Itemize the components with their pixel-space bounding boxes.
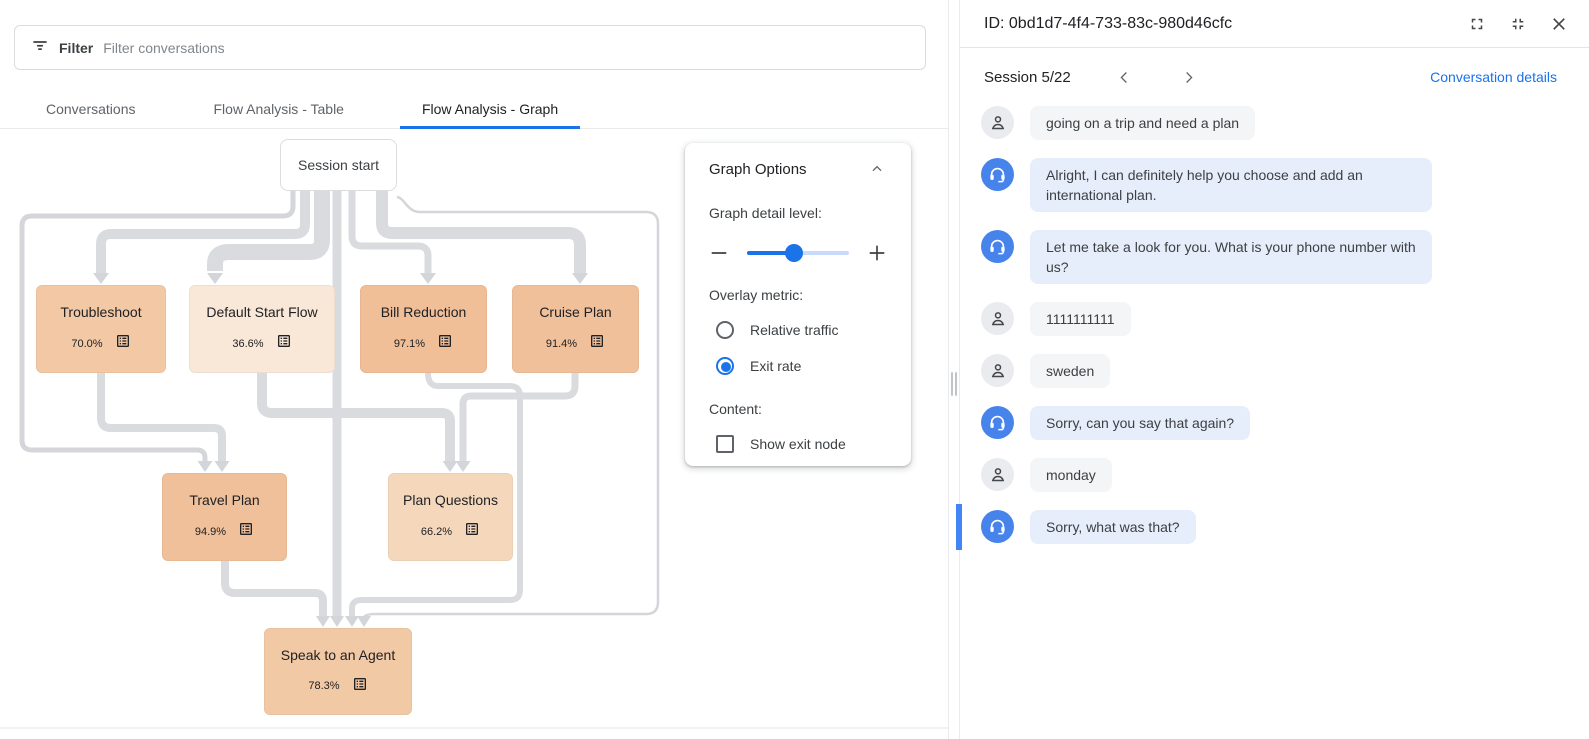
radio-button[interactable]: [716, 321, 734, 339]
user-person-icon: [991, 311, 1004, 325]
exit-rate-value: 70.0%: [71, 337, 103, 350]
exit-rate-value: 91.4%: [545, 337, 578, 350]
session-nav-row: Session 5/22 Conversation details: [960, 48, 1589, 106]
content-label: Content:: [709, 401, 762, 417]
fullscreen-icon[interactable]: [1467, 14, 1487, 34]
message-bubble[interactable]: Sorry, can you say that again?: [1030, 406, 1251, 440]
exit-rate-value: 78.3%: [308, 680, 340, 692]
agent-headset-icon: [990, 167, 1005, 183]
agent-headset-icon: [990, 519, 1005, 535]
details-list-icon[interactable]: [115, 333, 131, 354]
message-bubble[interactable]: Sorry, what was that?: [1030, 510, 1196, 544]
conversation-header: ID: 0bd1d7-4f4-733-83c-980d46cfc: [960, 0, 1589, 48]
next-session-button[interactable]: [1177, 65, 1201, 89]
message-bubble[interactable]: 1111111111: [1030, 302, 1131, 336]
radio-relative-traffic[interactable]: Relative traffic: [716, 321, 887, 339]
flow-node-session-start[interactable]: Session start: [280, 139, 397, 191]
slider-thumb[interactable]: [784, 244, 803, 262]
flow-node-troubleshoot[interactable]: Troubleshoot 70.0%: [36, 285, 166, 373]
graph-detail-slider: [709, 241, 887, 265]
user-person-icon: [991, 467, 1004, 481]
agent-headset-icon: [990, 239, 1005, 255]
user-avatar: [981, 302, 1014, 335]
filter-bar[interactable]: Filter: [14, 25, 926, 70]
message-row: sweden: [981, 354, 1565, 388]
message-row: Sorry, what was that?: [956, 504, 1565, 550]
message-bubble[interactable]: monday: [1030, 458, 1112, 492]
conversation-detail-panel: ID: 0bd1d7-4f4-733-83c-980d46cfc Session…: [956, 0, 1589, 739]
flow-node-bill-reduction[interactable]: Bill Reduction 97.1%: [360, 285, 487, 373]
zoom-in-plus-button[interactable]: [867, 243, 887, 263]
close-icon[interactable]: [1549, 14, 1569, 34]
panel-resize-handle[interactable]: [950, 371, 958, 397]
message-bubble[interactable]: sweden: [1030, 354, 1111, 388]
exit-rate-value: 36.6%: [232, 337, 264, 350]
agent-avatar: [981, 510, 1014, 543]
exit-rate-value: 66.2%: [420, 525, 453, 538]
details-list-icon[interactable]: [276, 333, 292, 354]
user-avatar: [981, 106, 1014, 139]
session-counter: Session 5/22: [984, 68, 1071, 86]
user-person-icon: [991, 363, 1004, 377]
exit-rate-value: 97.1%: [393, 337, 426, 350]
agent-avatar: [981, 406, 1014, 439]
panel-divider-line: [948, 0, 949, 739]
show-exit-node-checkbox-row[interactable]: Show exit node: [716, 435, 887, 453]
message-row: going on a trip and need a plan: [981, 106, 1565, 140]
overlay-metric-label: Overlay metric:: [709, 287, 804, 303]
message-bubble[interactable]: going on a trip and need a plan: [1030, 106, 1256, 140]
details-list-icon[interactable]: [589, 333, 605, 354]
flow-node-speak-to-an-agent[interactable]: Speak to an Agent 78.3%: [264, 628, 412, 715]
transcript: going on a trip and need a plan Alright,…: [956, 106, 1589, 550]
zoom-out-minus-button[interactable]: [709, 243, 729, 263]
panel-divider-line-2: [959, 0, 960, 739]
graph-detail-label: Graph detail level:: [709, 205, 822, 221]
tab-flow-analysis-table[interactable]: Flow Analysis - Table: [213, 100, 344, 117]
checkbox-label: Show exit node: [750, 436, 846, 452]
details-list-icon[interactable]: [352, 676, 368, 697]
message-row: 1111111111: [981, 302, 1565, 336]
conversation-id-title: ID: 0bd1d7-4f4-733-83c-980d46cfc: [984, 14, 1233, 32]
flow-node-plan-questions[interactable]: Plan Questions 66.2%: [388, 473, 513, 561]
tab-conversations[interactable]: Conversations: [46, 100, 136, 117]
message-row: Sorry, can you say that again?: [981, 406, 1565, 440]
flow-node-default-start-flow[interactable]: Default Start Flow 36.6%: [189, 285, 335, 373]
collapse-chevron-up-icon[interactable]: [867, 159, 887, 179]
show-exit-node-checkbox[interactable]: [716, 435, 734, 453]
graph-bottom-divider: [0, 727, 948, 729]
flow-node-travel-plan[interactable]: Travel Plan 94.9%: [162, 473, 287, 561]
graph-options-card: Graph Options Graph detail level: Overla…: [685, 143, 911, 466]
tab-flow-analysis-graph[interactable]: Flow Analysis - Graph: [399, 91, 581, 129]
flow-analysis-panel: Filter Conversations Flow Analysis - Tabl…: [0, 25, 948, 729]
filter-icon: [31, 36, 49, 59]
flow-node-cruise-plan[interactable]: Cruise Plan 91.4%: [512, 285, 639, 373]
message-bubble[interactable]: Let me take a look for you. What is your…: [1030, 230, 1432, 284]
tab-bar: Conversations Flow Analysis - Table Flow A…: [0, 91, 948, 129]
user-avatar: [981, 458, 1014, 491]
conversation-details-link[interactable]: Conversation details: [1430, 69, 1557, 85]
agent-headset-icon: [990, 415, 1005, 431]
previous-session-button[interactable]: [1113, 65, 1137, 89]
message-row: Let me take a look for you. What is your…: [981, 230, 1565, 284]
user-avatar: [981, 354, 1014, 387]
filter-conversations-input[interactable]: [103, 39, 909, 56]
message-row: monday: [981, 458, 1565, 492]
details-list-icon[interactable]: [437, 333, 453, 354]
details-list-icon[interactable]: [464, 521, 480, 542]
radio-exit-rate[interactable]: Exit rate: [716, 357, 887, 375]
radio-button[interactable]: [716, 357, 734, 375]
filter-label: Filter: [59, 39, 94, 56]
agent-avatar: [981, 230, 1014, 263]
agent-avatar: [981, 158, 1014, 191]
message-bubble[interactable]: Alright, I can definitely help you choos…: [1030, 158, 1432, 212]
message-row: Alright, I can definitely help you choos…: [981, 158, 1565, 212]
slider-track[interactable]: [747, 244, 849, 262]
exit-rate-value: 94.9%: [194, 525, 227, 538]
graph-options-title: Graph Options: [709, 160, 807, 178]
exit-fullscreen-icon[interactable]: [1508, 14, 1528, 34]
user-person-icon: [991, 115, 1004, 129]
details-list-icon[interactable]: [238, 521, 254, 542]
